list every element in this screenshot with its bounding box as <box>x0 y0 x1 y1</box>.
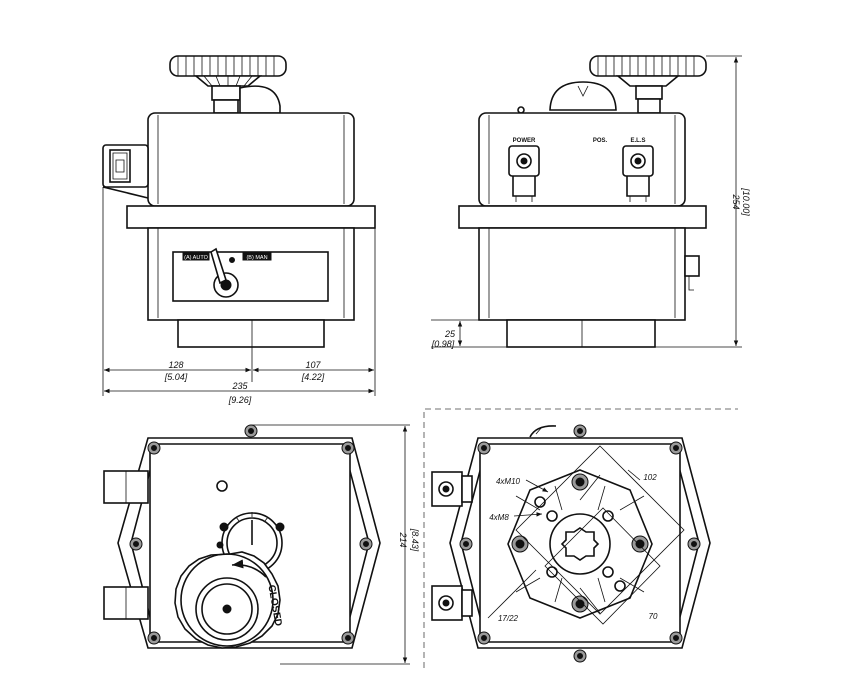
top-view: CLOSED <box>103 424 381 649</box>
dim-base-height-in: [0.98] <box>431 339 455 349</box>
pos-label: POS. <box>593 138 608 144</box>
power-label: POWER <box>513 138 536 144</box>
bolt-m8-label: 4xM8 <box>489 513 509 522</box>
cable-connector <box>102 144 149 199</box>
square-drive-label: 17/22 <box>498 614 519 623</box>
dim-total-width-in: [9.26] <box>228 395 252 405</box>
dim-height: 254 <box>731 193 741 209</box>
front-base <box>177 319 325 348</box>
front-view: (A) AUTO (B) MAN <box>102 55 376 348</box>
side-flange <box>458 205 707 229</box>
els-label: E.L.S <box>630 138 645 144</box>
side-view: POWER POS. E.L.S <box>458 55 707 348</box>
bottom-conduit-entry-2 <box>431 585 473 621</box>
side-dimensions: 254 [10.00] 25 [0.98] <box>431 55 751 349</box>
dim-right-width: 107 <box>305 360 321 370</box>
front-upper-body <box>147 112 355 207</box>
top-handwheel: CLOSED <box>174 551 283 649</box>
pcd-70-label: 70 <box>649 612 658 621</box>
front-dimensions: 128 [5.04] 107 [4.22] 235 [9.26] <box>102 187 376 405</box>
switch-label-auto: (A) AUTO <box>184 255 208 261</box>
dim-depth: 214 <box>398 531 408 547</box>
dim-right-width-in: [4.22] <box>301 372 325 382</box>
dim-base-height: 25 <box>444 329 456 339</box>
dim-left-width-in: [5.04] <box>164 372 188 382</box>
dim-total-width: 235 <box>231 381 248 391</box>
dim-left-width: 128 <box>168 360 183 370</box>
front-flange <box>126 205 376 229</box>
iso-mounting-flange <box>507 469 653 619</box>
top-dimensions: 214 [8.43] <box>251 424 420 665</box>
dim-depth-in: [8.43] <box>410 528 420 552</box>
side-base <box>506 319 656 348</box>
pcd-102-label: 102 <box>643 473 657 482</box>
side-lower-body <box>478 227 686 321</box>
pcd-102-square <box>515 445 685 615</box>
pcd-70-square <box>544 507 661 625</box>
bottom-conduit-entry-1 <box>431 471 473 507</box>
handwheel-side <box>589 55 707 114</box>
els-connector <box>622 145 654 202</box>
bolt-m10-label: 4xM10 <box>496 477 521 486</box>
dim-height-in: [10.00] <box>741 187 751 216</box>
switch-label-man: (B) MAN <box>246 255 267 261</box>
bottom-view: 4xM10 4xM8 102 70 17/22 <box>431 424 711 663</box>
handwheel-front <box>169 55 287 114</box>
power-connector <box>508 145 540 202</box>
